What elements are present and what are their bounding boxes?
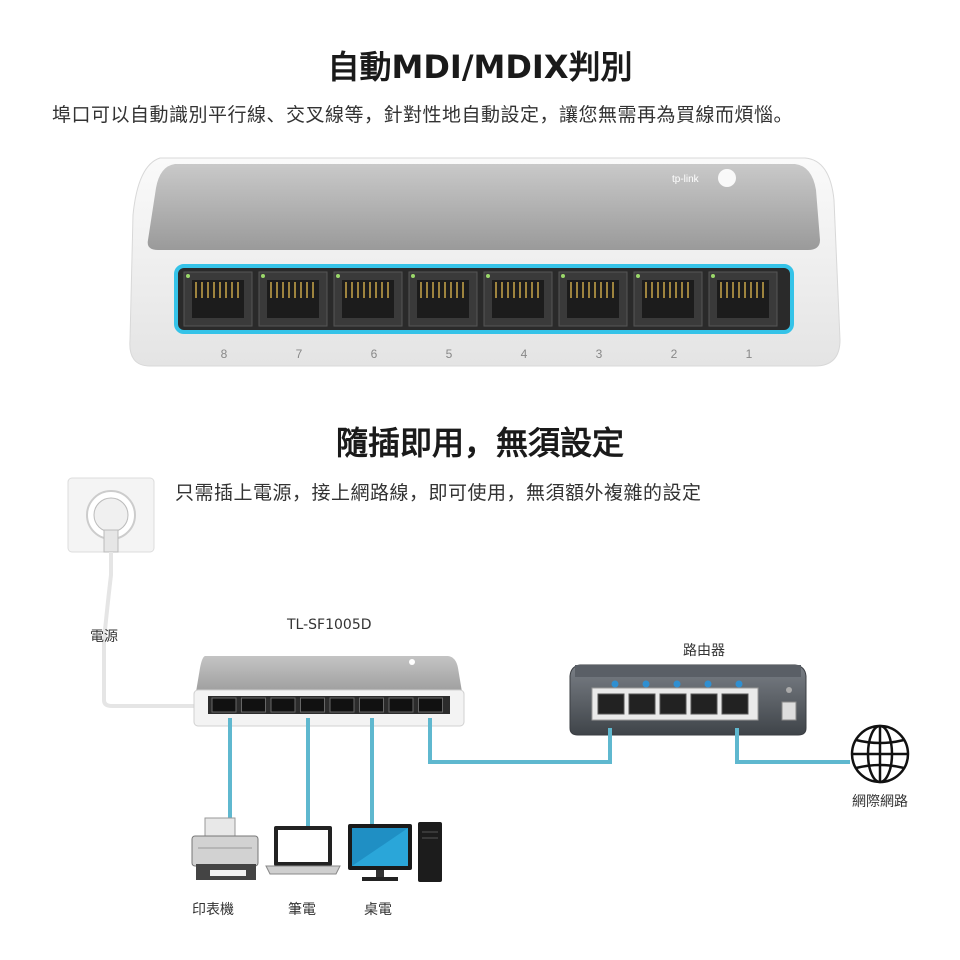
laptop-icon (265, 826, 341, 875)
router-label: 路由器 (683, 643, 725, 659)
ethernet-port (333, 271, 403, 327)
section-subtitle-mdi: 埠口可以自動識別平行線、交叉線等，針對性地自動設定，讓您無需再為買線而煩惱。 (52, 104, 794, 126)
router-led (735, 680, 743, 688)
laptop-label: 筆電 (288, 902, 316, 918)
section-title-plug-and-play: 隨插即用，無須設定 (335, 424, 624, 462)
router-led (673, 680, 681, 688)
printer-icon (191, 817, 259, 880)
router-port (721, 693, 749, 715)
tplink-logo-icon: tp-link (672, 169, 736, 187)
desktop-label: 桌電 (364, 902, 392, 918)
ethernet-port (408, 271, 478, 327)
port-number-label: 6 (371, 347, 378, 361)
router-port (690, 693, 718, 715)
router-port (628, 693, 656, 715)
brand-text: tp-link (672, 174, 700, 185)
port-number-label: 8 (221, 347, 228, 361)
port-number-label: 4 (521, 347, 528, 361)
router-led (704, 680, 712, 688)
switch-model-label: TL-SF1005D (287, 617, 372, 633)
switch-top-panel (147, 164, 820, 250)
router-icon (569, 664, 807, 736)
ethernet-port (633, 271, 703, 327)
port-row (183, 271, 778, 327)
section-subtitle-plug-and-play: 只需插上電源，接上網路線，即可使用，無須額外複雜的設定 (175, 482, 702, 504)
power-cord (102, 552, 200, 708)
internet-label: 網際網路 (852, 794, 908, 810)
port-number-label: 2 (671, 347, 678, 361)
power-label: 電源 (90, 629, 118, 645)
router-port (597, 693, 625, 715)
globe-icon (850, 724, 910, 784)
ethernet-port (183, 271, 253, 327)
router-led (642, 680, 650, 688)
small-ethernet-port (329, 697, 355, 713)
small-ethernet-port (211, 697, 237, 713)
port-numbers: 8 7 6 5 4 3 2 1 (221, 347, 753, 361)
small-ethernet-port (300, 697, 325, 713)
small-ethernet-port (270, 697, 296, 713)
small-ethernet-port (241, 697, 266, 713)
ethernet-port (258, 271, 328, 327)
power-outlet-icon (67, 477, 155, 553)
ethernet-port (483, 271, 553, 327)
printer-label: 印表機 (192, 902, 234, 918)
network-cables (228, 718, 850, 842)
port-number-label: 7 (296, 347, 303, 361)
small-ethernet-port (418, 697, 443, 713)
port-number-label: 5 (446, 347, 453, 361)
router-port (659, 693, 687, 715)
small-ethernet-port (388, 697, 414, 713)
section-title-mdi: 自動MDI/MDIX判別 (327, 48, 633, 86)
port-number-label: 1 (746, 347, 753, 361)
ethernet-port (558, 271, 628, 327)
small-ethernet-port (359, 697, 384, 713)
desktop-computer-icon (348, 822, 442, 882)
port-number-label: 3 (596, 347, 603, 361)
router-led (611, 680, 619, 688)
switch-small-icon (193, 656, 465, 727)
ethernet-port (708, 271, 778, 327)
